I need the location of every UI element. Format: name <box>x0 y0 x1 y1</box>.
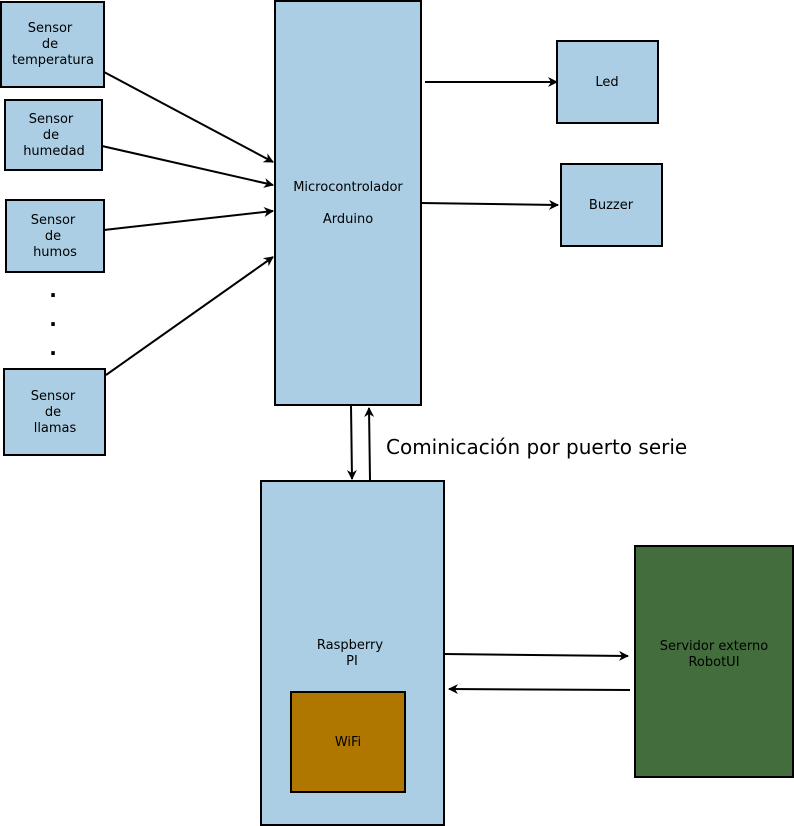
server-line2: RobotUI <box>688 655 739 670</box>
server-line1: Servidor externo <box>660 639 768 654</box>
buzzer-label: Buzzer <box>589 198 634 213</box>
sensor-temperatura-line3: temperatura <box>12 53 94 68</box>
sensor-llamas-box: Sensor de llamas <box>3 368 106 456</box>
sensor-temperatura-box: Sensor de temperatura <box>0 1 105 88</box>
buzzer-box: Buzzer <box>560 163 663 247</box>
sensor-llamas-line3: llamas <box>34 421 77 436</box>
arrow-raspberry-to-arduino <box>364 407 375 481</box>
ellipsis-dot-1: . <box>49 278 57 302</box>
sensor-humos-line2: de <box>45 229 61 244</box>
sensor-llamas-line2: de <box>45 405 61 420</box>
wifi-box: WiFi <box>290 691 406 793</box>
sensor-temperatura-line1: Sensor <box>28 21 73 36</box>
serial-caption: Cominicación por puerto serie <box>386 435 687 459</box>
arrow-arduino-to-raspberry <box>346 404 357 480</box>
arrow-llamas-to-arduino <box>105 256 274 376</box>
led-box: Led <box>556 40 659 124</box>
sensor-humos-box: Sensor de humos <box>5 199 105 273</box>
sensor-llamas-line1: Sensor <box>31 389 76 404</box>
arrow-humedad-to-arduino <box>101 145 274 188</box>
sensor-humedad-line1: Sensor <box>29 112 74 127</box>
arrow-temperatura-to-arduino <box>103 71 274 163</box>
sensor-humedad-line2: de <box>43 128 59 143</box>
arrow-arduino-to-buzzer <box>420 199 559 210</box>
led-label: Led <box>595 75 618 90</box>
arrow-raspberry-to-server <box>443 650 629 661</box>
ellipsis-dot-2: . <box>49 307 57 331</box>
arrow-humos-to-arduino <box>103 207 274 231</box>
wifi-label: WiFi <box>335 735 361 750</box>
arrow-server-to-raspberry <box>448 684 631 695</box>
arduino-line2: Arduino <box>323 212 373 227</box>
sensor-humedad-box: Sensor de humedad <box>4 99 103 171</box>
sensor-temperatura-line2: de <box>42 37 58 52</box>
sensor-humos-line3: humos <box>33 245 77 260</box>
arduino-line1: Microcontrolador <box>293 180 403 195</box>
ellipsis-dot-3: . <box>49 336 57 360</box>
raspberry-line2: PI <box>346 654 358 669</box>
arduino-box: Microcontrolador Arduino <box>274 0 422 406</box>
sensor-humos-line1: Sensor <box>31 213 76 228</box>
server-box: Servidor externo RobotUI <box>634 545 794 778</box>
sensor-humedad-line3: humedad <box>23 144 85 159</box>
raspberry-line1: Raspberry <box>317 638 383 653</box>
